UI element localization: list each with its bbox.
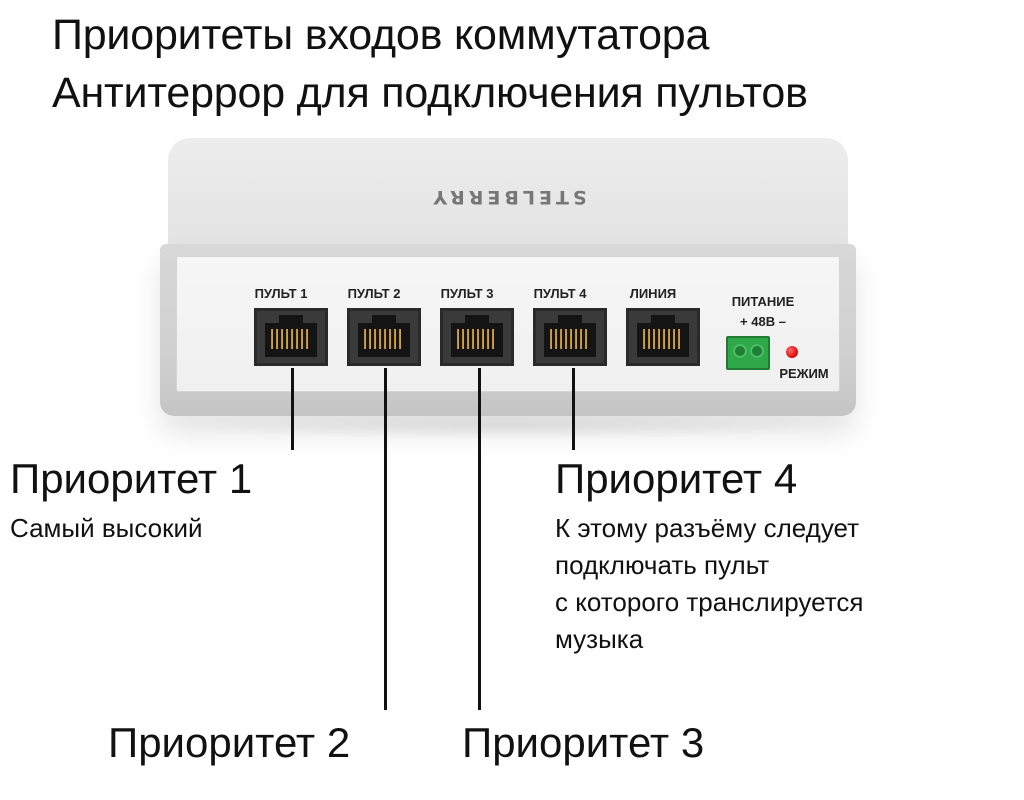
priority-4-title: Приоритет 4 [555,455,798,502]
port-2-label: ПУЛЬТ 2 [347,286,401,301]
port-4-label: ПУЛЬТ 4 [533,286,587,301]
brand-logo: STELBERRY [429,186,587,208]
mode-label: РЕЖИМ [779,366,829,381]
power-label-voltage: + 48В – [740,314,786,329]
power-terminal-block [726,336,770,370]
device-body: ПУЛЬТ 1 ПУЛЬТ 2 ПУЛЬТ 3 ПУЛЬТ 4 ЛИНИЯ ПИ… [160,244,856,416]
priority-1-desc: Самый высокий [10,513,203,543]
priority-2-title: Приоритет 2 [108,719,351,766]
priority-3-title: Приоритет 3 [462,719,705,766]
priority-4-desc-line: К этому разъёму следует [555,513,860,543]
priority-4-desc-line: музыка [555,624,644,654]
rj45-port-4 [533,308,607,366]
title-line-2: Антитеррор для подключения пультов [52,69,808,117]
port-1-label: ПУЛЬТ 1 [254,286,308,301]
priority-4-desc-line: подключать пульт [555,550,770,580]
power-label-title: ПИТАНИЕ [731,294,795,309]
title-line-1: Приоритеты входов коммутатора [52,11,710,59]
priority-4-desc: К этому разъёму следует подключать пульт… [555,510,863,658]
callout-line-priority-3 [478,368,481,710]
line-port-label: ЛИНИЯ [629,286,677,301]
terminal-screw-icon [733,344,747,358]
priority-4-desc-line: с которого транслируется [555,587,864,617]
priority-1-title: Приоритет 1 [10,455,253,502]
port-3-label: ПУЛЬТ 3 [440,286,494,301]
callout-line-priority-2 [384,368,387,710]
mode-led-icon [786,346,798,358]
callout-line-priority-1 [291,368,294,450]
rj45-port-1 [254,308,328,366]
device-top-cover: STELBERRY [168,138,848,256]
rj45-port-2 [347,308,421,366]
power-label: ПИТАНИЕ + 48В – [713,292,813,332]
rj45-line-port [626,308,700,366]
callout-line-priority-4 [572,368,575,450]
terminal-screw-icon [750,344,764,358]
rj45-port-3 [440,308,514,366]
device-front-panel: ПУЛЬТ 1 ПУЛЬТ 2 ПУЛЬТ 3 ПУЛЬТ 4 ЛИНИЯ ПИ… [176,256,840,392]
